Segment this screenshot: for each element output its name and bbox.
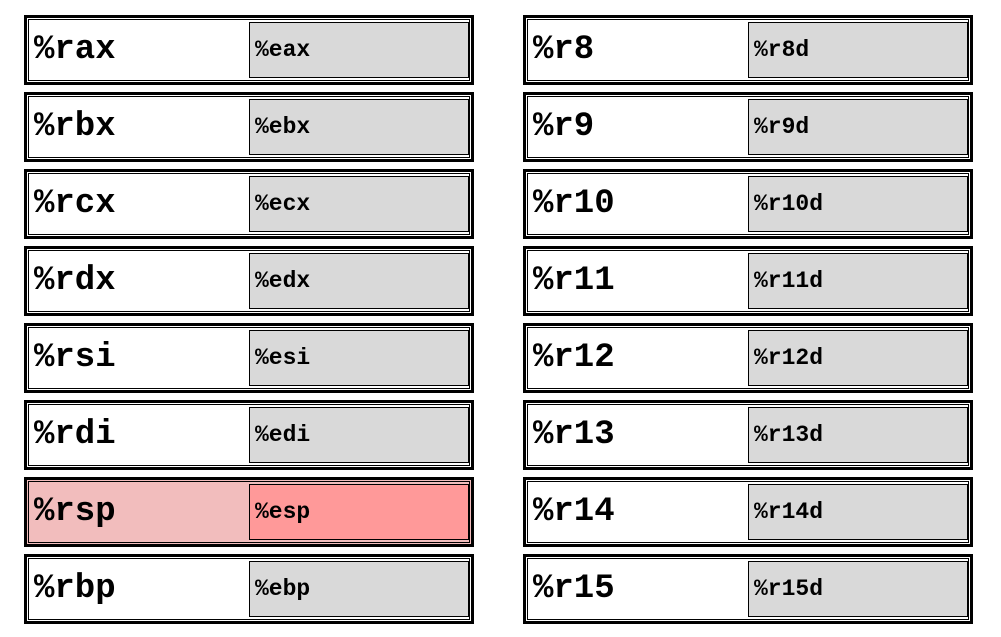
register-rdi: %rdi %edi: [24, 400, 474, 470]
register-32bit-box: %ecx: [249, 176, 469, 232]
register-64bit-name: %r11: [533, 262, 615, 300]
register-32bit-box: %r8d: [748, 22, 968, 78]
register-32bit-name: %r13d: [754, 422, 824, 448]
register-64bit-name: %r13: [533, 416, 615, 454]
register-64bit-name: %rcx: [34, 185, 116, 223]
register-32bit-name: %r15d: [754, 576, 824, 602]
register-32bit-name: %edx: [255, 268, 311, 294]
register-rdx: %rdx %edx: [24, 246, 474, 316]
register-64bit-name: %rbp: [34, 570, 116, 608]
register-32bit-name: %ecx: [255, 191, 311, 217]
register-32bit-name: %ebx: [255, 114, 311, 140]
register-r10: %r10 %r10d: [523, 169, 973, 239]
register-rsp: %rsp %esp: [24, 477, 474, 547]
register-32bit-name: %r12d: [754, 345, 824, 371]
register-rbx: %rbx %ebx: [24, 92, 474, 162]
register-r15: %r15 %r15d: [523, 554, 973, 624]
register-32bit-box: %ebp: [249, 561, 469, 617]
register-32bit-name: %ebp: [255, 576, 311, 602]
register-64bit-name: %r14: [533, 493, 615, 531]
register-32bit-name: %r9d: [754, 114, 810, 140]
register-64bit-name: %rdi: [34, 416, 116, 454]
register-r8: %r8 %r8d: [523, 15, 973, 85]
register-r9: %r9 %r9d: [523, 92, 973, 162]
register-column-right: %r8 %r8d %r9 %r9d %r10 %r10d %r11 %r11d …: [523, 15, 973, 631]
register-32bit-name: %edi: [255, 422, 311, 448]
register-32bit-box: %esp: [249, 484, 469, 540]
register-32bit-box: %eax: [249, 22, 469, 78]
register-64bit-name: %r10: [533, 185, 615, 223]
register-32bit-box: %r13d: [748, 407, 968, 463]
register-32bit-box: %r12d: [748, 330, 968, 386]
register-r14: %r14 %r14d: [523, 477, 973, 547]
register-64bit-name: %rdx: [34, 262, 116, 300]
register-32bit-name: %r14d: [754, 499, 824, 525]
register-64bit-name: %r9: [533, 108, 595, 146]
register-32bit-box: %edi: [249, 407, 469, 463]
register-32bit-name: %r10d: [754, 191, 824, 217]
register-32bit-box: %r10d: [748, 176, 968, 232]
register-rcx: %rcx %ecx: [24, 169, 474, 239]
register-32bit-name: %r8d: [754, 37, 810, 63]
register-64bit-name: %rax: [34, 31, 116, 69]
register-32bit-box: %edx: [249, 253, 469, 309]
register-64bit-name: %rbx: [34, 108, 116, 146]
register-rbp: %rbp %ebp: [24, 554, 474, 624]
register-32bit-box: %r9d: [748, 99, 968, 155]
register-r11: %r11 %r11d: [523, 246, 973, 316]
register-64bit-name: %r8: [533, 31, 595, 69]
register-32bit-box: %ebx: [249, 99, 469, 155]
register-32bit-name: %eax: [255, 37, 311, 63]
register-64bit-name: %rsp: [34, 493, 116, 531]
register-64bit-name: %r15: [533, 570, 615, 608]
register-64bit-name: %r12: [533, 339, 615, 377]
register-32bit-box: %r15d: [748, 561, 968, 617]
register-column-left: %rax %eax %rbx %ebx %rcx %ecx %rdx %edx …: [24, 15, 474, 631]
register-64bit-name: %rsi: [34, 339, 116, 377]
register-32bit-name: %esi: [255, 345, 311, 371]
register-32bit-box: %r11d: [748, 253, 968, 309]
register-r12: %r12 %r12d: [523, 323, 973, 393]
register-r13: %r13 %r13d: [523, 400, 973, 470]
register-32bit-name: %esp: [255, 499, 311, 525]
register-32bit-box: %esi: [249, 330, 469, 386]
register-32bit-name: %r11d: [754, 268, 824, 294]
register-32bit-box: %r14d: [748, 484, 968, 540]
register-rsi: %rsi %esi: [24, 323, 474, 393]
register-rax: %rax %eax: [24, 15, 474, 85]
